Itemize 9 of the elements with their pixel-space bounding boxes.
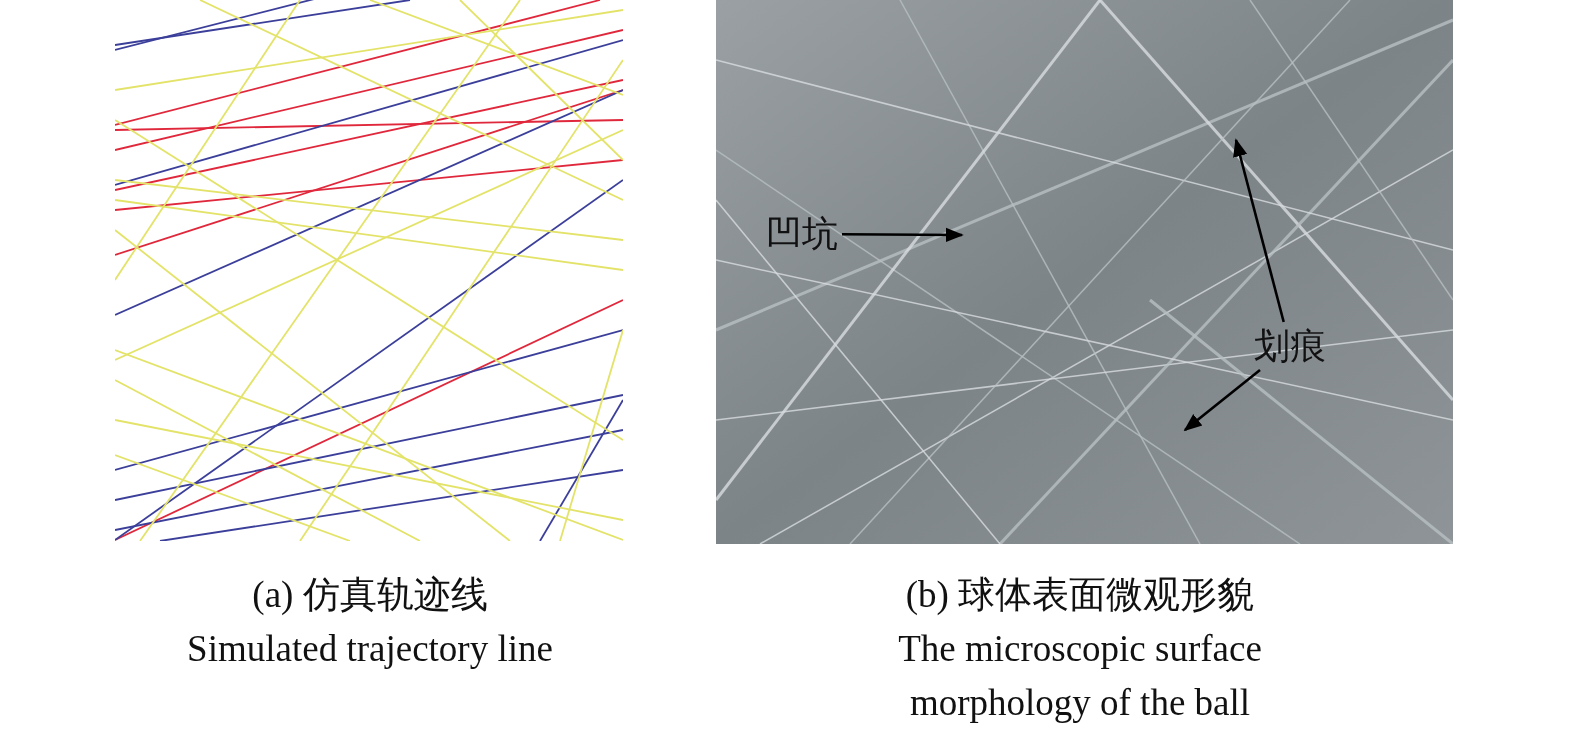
leader-line — [842, 227, 964, 243]
caption: (a) 仿真轨迹线 — [251, 573, 489, 617]
caption: The microscopic surface morphology of the ball — [897, 627, 1263, 725]
leader-line — [1233, 138, 1285, 323]
callout-label: 划痕 — [1254, 326, 1326, 366]
leader-line — [1183, 369, 1261, 432]
caption: (b) 球体表面微观形貌 — [904, 573, 1256, 617]
caption: Simulated trajectory line — [186, 627, 554, 671]
callout-label: 凹坑 — [766, 214, 838, 254]
